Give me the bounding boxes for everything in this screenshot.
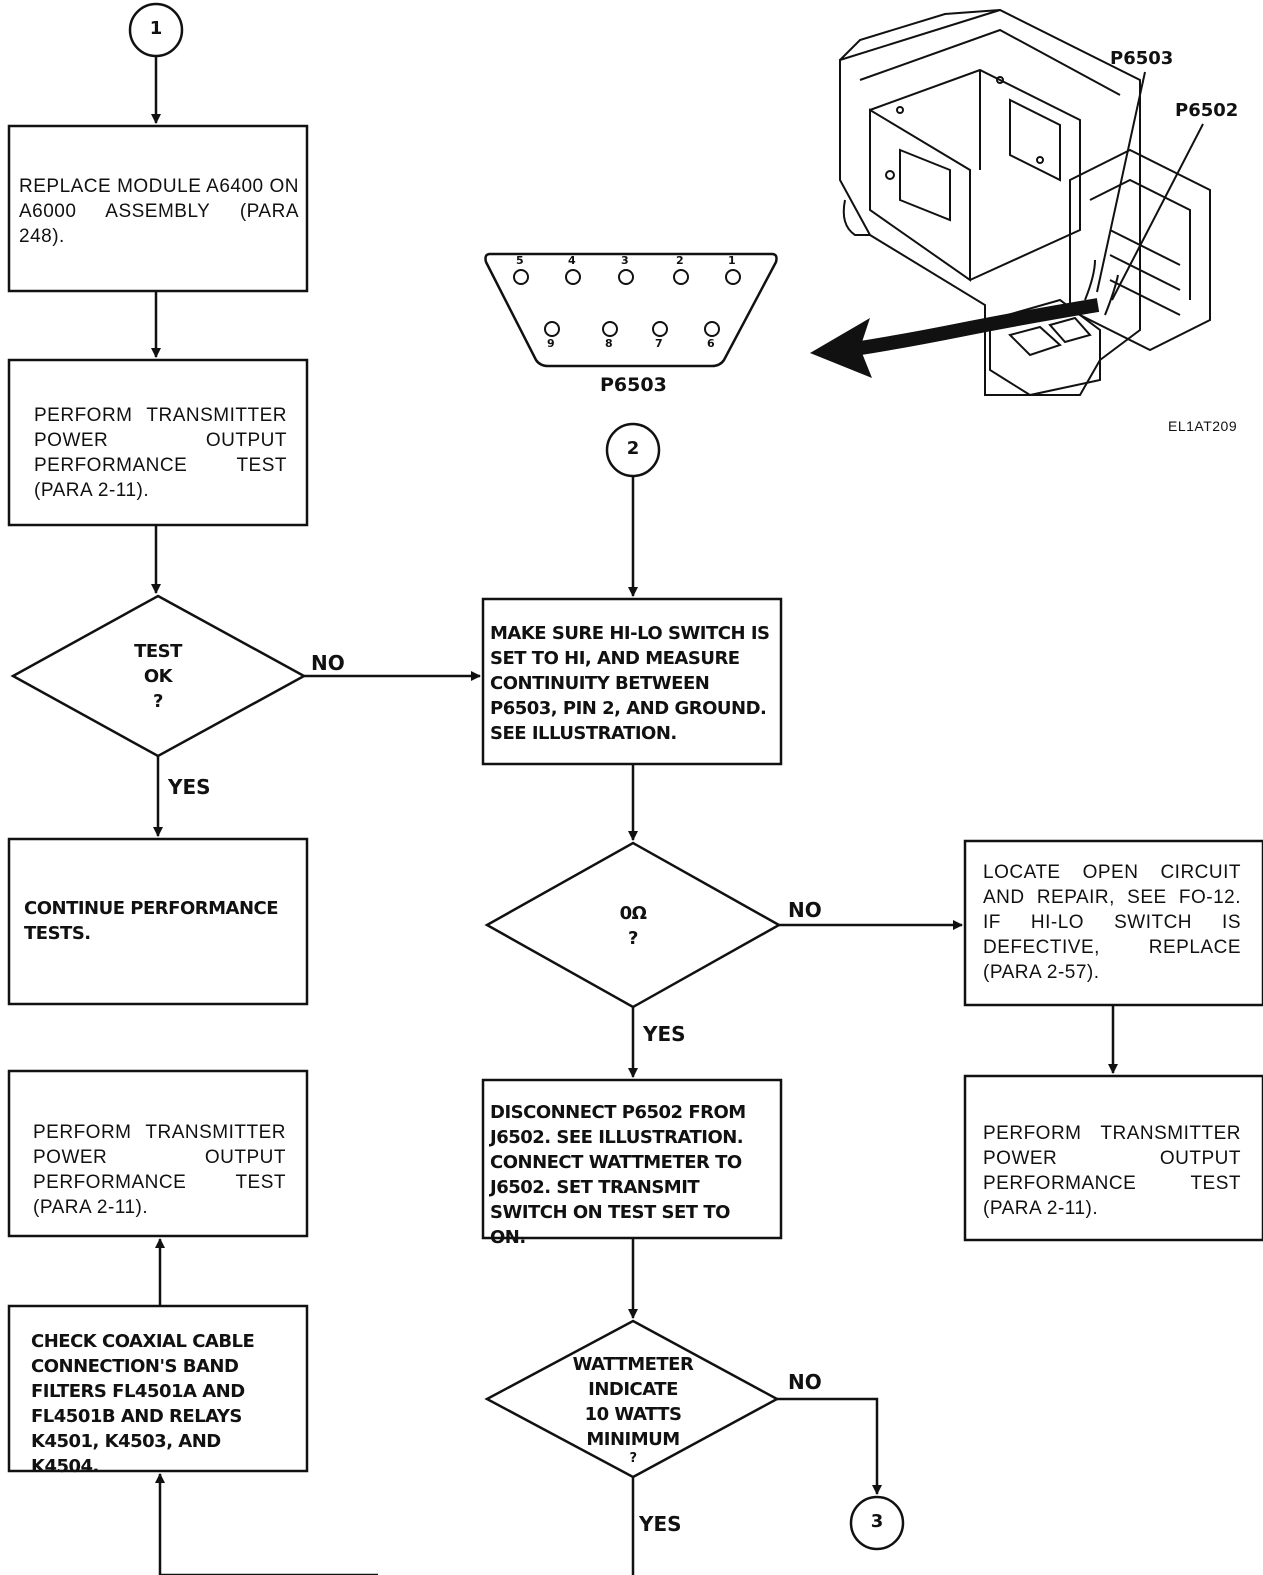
p6503-connector-shell <box>484 252 778 368</box>
big-curved-arrow-head <box>810 318 872 378</box>
pin-label-6: 6 <box>707 337 715 350</box>
flow-arrow <box>777 1397 882 1495</box>
perform-test-3-box <box>963 1074 1263 1242</box>
continue-tests-box <box>7 837 309 1006</box>
pin-6 <box>704 321 720 337</box>
figure-id: EL1AT209 <box>1168 418 1238 434</box>
wattmeter-question: WATTMETER INDICATE 10 WATTS MINIMUM ? <box>553 1352 713 1466</box>
pin-label-9: 9 <box>547 337 555 350</box>
pin-1 <box>725 269 741 285</box>
no-label: NO <box>788 898 822 922</box>
check-coax-box <box>7 1304 309 1473</box>
zero-ohm-question: 0Ω ? <box>573 901 693 951</box>
no-label: NO <box>788 1370 822 1394</box>
wattmeter-line-1: WATTMETER <box>572 1354 694 1375</box>
wattmeter-line-3: 10 WATTS <box>584 1404 682 1425</box>
pin-label-4: 4 <box>568 254 576 267</box>
measure-continuity-text: MAKE SURE HI-LO SWITCH IS SET TO HI, AND… <box>490 623 770 744</box>
disconnect-p6502-text: DISCONNECT P6502 FROM J6502. SEE ILLUSTR… <box>490 1102 746 1248</box>
yes-label: YES <box>639 1512 682 1536</box>
pin-8 <box>602 321 618 337</box>
perform-test-3-text: PERFORM TRANSMITTER POWER OUTPUT PERFORM… <box>983 1123 1241 1219</box>
check-coax-text: CHECK COAXIAL CABLE CONNECTION'S BAND FI… <box>31 1331 255 1477</box>
continue-tests-text: CONTINUE PERFORMANCE TESTS. <box>24 898 279 944</box>
pin-9 <box>544 321 560 337</box>
replace-module-box <box>7 124 309 293</box>
big-curved-arrow-shaft <box>846 298 1100 357</box>
test-ok-line-2: OK <box>143 666 173 687</box>
connector-2-label: 2 <box>626 438 640 459</box>
zero-ohm-line-1: 0Ω <box>619 903 647 924</box>
p6502-callout-label: P6502 <box>1175 100 1239 121</box>
wattmeter-line-2: INDICATE <box>588 1379 678 1400</box>
wattmeter-line-5: ? <box>629 1451 637 1466</box>
connector-3-label: 3 <box>870 1511 884 1532</box>
pin-2 <box>673 269 689 285</box>
connector-3-circle <box>849 1495 905 1551</box>
test-ok-line-3: ? <box>153 691 163 712</box>
perform-test-2-box <box>7 1069 309 1238</box>
yes-label: YES <box>643 1022 686 1046</box>
pin-label-2: 2 <box>676 254 684 267</box>
wattmeter-line-4: MINIMUM <box>586 1429 680 1450</box>
pin-4 <box>565 269 581 285</box>
pin-3 <box>618 269 634 285</box>
zero-ohm-line-2: ? <box>628 928 638 949</box>
connector-1-label: 1 <box>149 18 163 39</box>
pin-label-3: 3 <box>621 254 629 267</box>
pin-label-5: 5 <box>516 254 524 267</box>
pin-label-8: 8 <box>605 337 613 350</box>
p6503-callout-label: P6503 <box>1110 48 1174 69</box>
perform-test-1-box <box>7 358 309 527</box>
p6502-callout-line <box>1111 123 1204 301</box>
perform-test-2-text: PERFORM TRANSMITTER POWER OUTPUT PERFORM… <box>33 1122 286 1218</box>
pin-5 <box>513 269 529 285</box>
pin-label-7: 7 <box>655 337 663 350</box>
flow-arrow <box>155 1473 378 1575</box>
locate-open-text: LOCATE OPEN CIRCUIT AND REPAIR, SEE FO-1… <box>983 862 1241 983</box>
test-ok-line-1: TEST <box>134 641 182 662</box>
p6503-connector-label: P6503 <box>600 374 667 396</box>
replace-module-text: REPLACE MODULE A6400 ON A6000 ASSEMBLY (… <box>19 176 299 247</box>
p6503-callout-line <box>1096 71 1146 293</box>
radio-unit-illustration <box>839 8 1211 397</box>
pin-label-1: 1 <box>728 254 736 267</box>
no-label: NO <box>311 651 345 675</box>
yes-label: YES <box>168 775 211 799</box>
test-ok-question: TEST OK ? <box>98 639 218 714</box>
perform-test-1-text: PERFORM TRANSMITTER POWER OUTPUT PERFORM… <box>34 405 287 501</box>
pin-7 <box>652 321 668 337</box>
